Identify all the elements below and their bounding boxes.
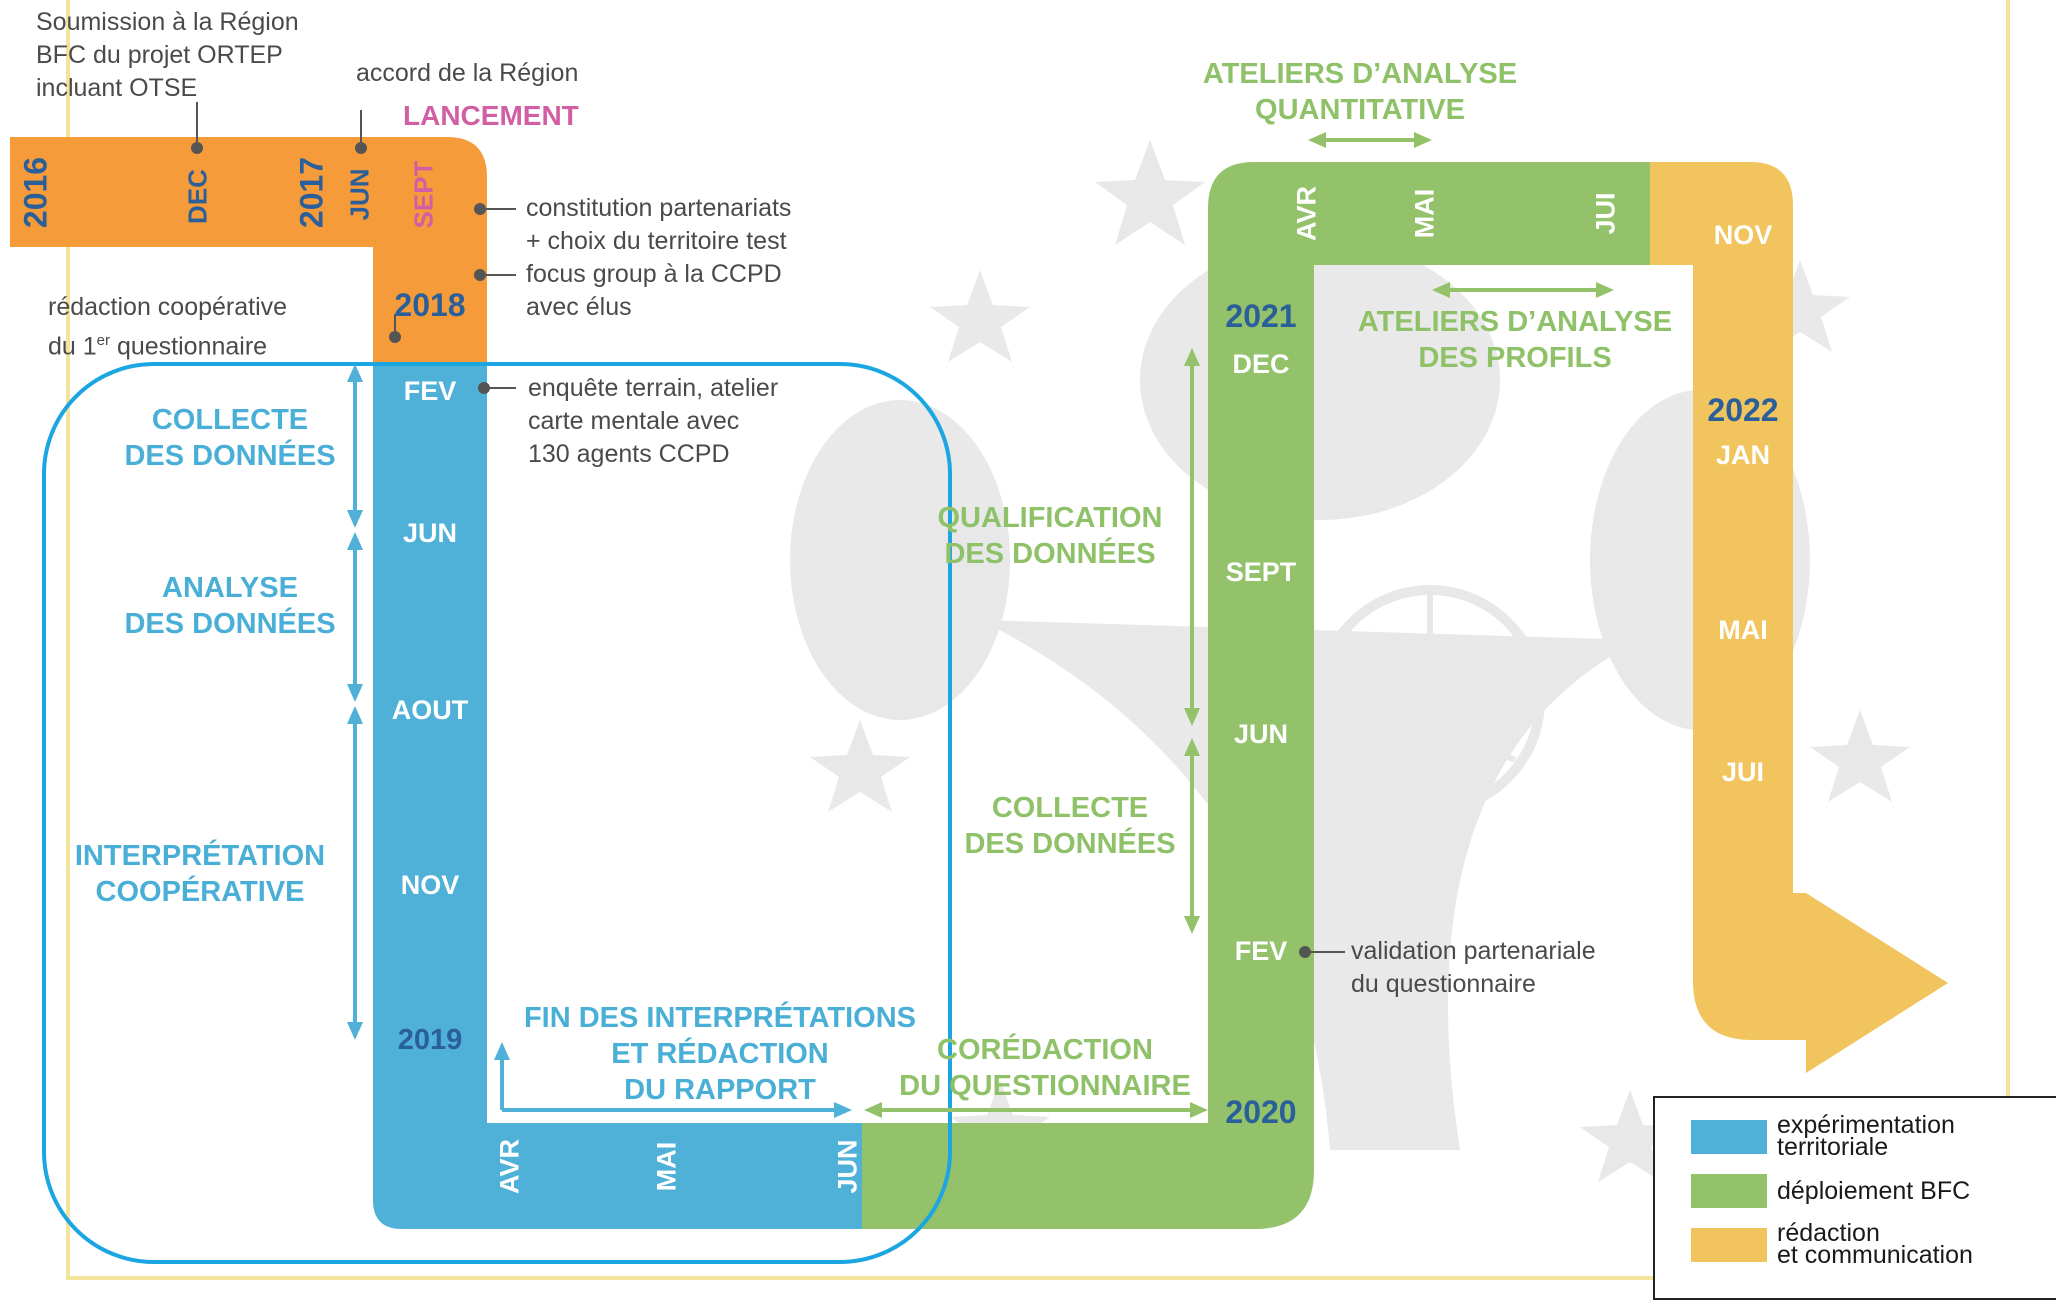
band-deploiement (862, 162, 1650, 1229)
leader-lines (191, 102, 1345, 958)
month-avr-2021: AVR (1291, 186, 1322, 242)
year-2018: 2018 (394, 287, 466, 323)
month-sept-2017: SEPT (408, 160, 439, 229)
annotation-focus-group: focus group à la CCPD avec élus (526, 260, 782, 321)
month-mai-2022: MAI (1718, 615, 1768, 645)
annotation-submission: Soumission à la Région BFC du projet ORT… (36, 8, 299, 102)
month-jun-2017: JUN (344, 168, 375, 221)
month-fev-2018: FEV (403, 376, 457, 406)
year-2021: 2021 (1225, 298, 1297, 334)
band-redaction (1650, 162, 1948, 1073)
month-jun-2018: JUN (402, 518, 457, 548)
experimentation-frame (42, 362, 952, 1264)
annotation-enquete: enquête terrain, atelier carte mentale a… (528, 374, 779, 468)
month-mai-2021: MAI (1409, 188, 1440, 239)
green-arrows (864, 132, 1614, 1118)
month-avr-2019: AVR (494, 1139, 525, 1195)
month-sept-2020: SEPT (1225, 557, 1297, 587)
month-mai-2019: MAI (651, 1141, 682, 1192)
month-dec-2016: DEC (182, 169, 213, 224)
band-experimentation (373, 362, 862, 1229)
blue-arrows (347, 364, 852, 1118)
year-2020: 2020 (1225, 1094, 1297, 1130)
month-nov-2018: NOV (400, 870, 460, 900)
year-2022: 2022 (1707, 392, 1779, 428)
annotation-partenariats: constitution partenariats + choix du ter… (526, 194, 792, 255)
legend-label-deploiement: déploiement BFC (1777, 1177, 1971, 1205)
legend-swatch-deploiement (1691, 1174, 1767, 1208)
month-dec-2020: DEC (1232, 349, 1290, 379)
month-jun-2019: JUN (832, 1139, 863, 1194)
month-aout-2018: AOUT (391, 695, 469, 725)
annotation-accord: accord de la Région (356, 59, 579, 87)
month-jan-2022: JAN (1715, 440, 1770, 470)
band-lancement (10, 137, 487, 362)
year-2019: 2019 (397, 1024, 463, 1056)
legend-swatch-redaction (1691, 1228, 1767, 1262)
year-2017: 2017 (293, 156, 330, 229)
month-jui-2021: JUI (1590, 192, 1621, 235)
month-fev-2020: FEV (1234, 936, 1288, 966)
month-jun-2020: JUN (1233, 719, 1288, 749)
outer-frame (66, 0, 2010, 1280)
year-2016: 2016 (17, 156, 54, 229)
annotation-redaction: rédaction coopérative du 1er questionnai… (48, 293, 288, 361)
lancement-label: LANCEMENT (403, 100, 579, 131)
annotation-validation: validation partenariale du questionnaire (1351, 937, 1596, 998)
month-jui-2022: JUI (1721, 757, 1765, 787)
month-nov-2021: NOV (1713, 220, 1773, 250)
legend-swatch-experimentation (1691, 1120, 1767, 1154)
